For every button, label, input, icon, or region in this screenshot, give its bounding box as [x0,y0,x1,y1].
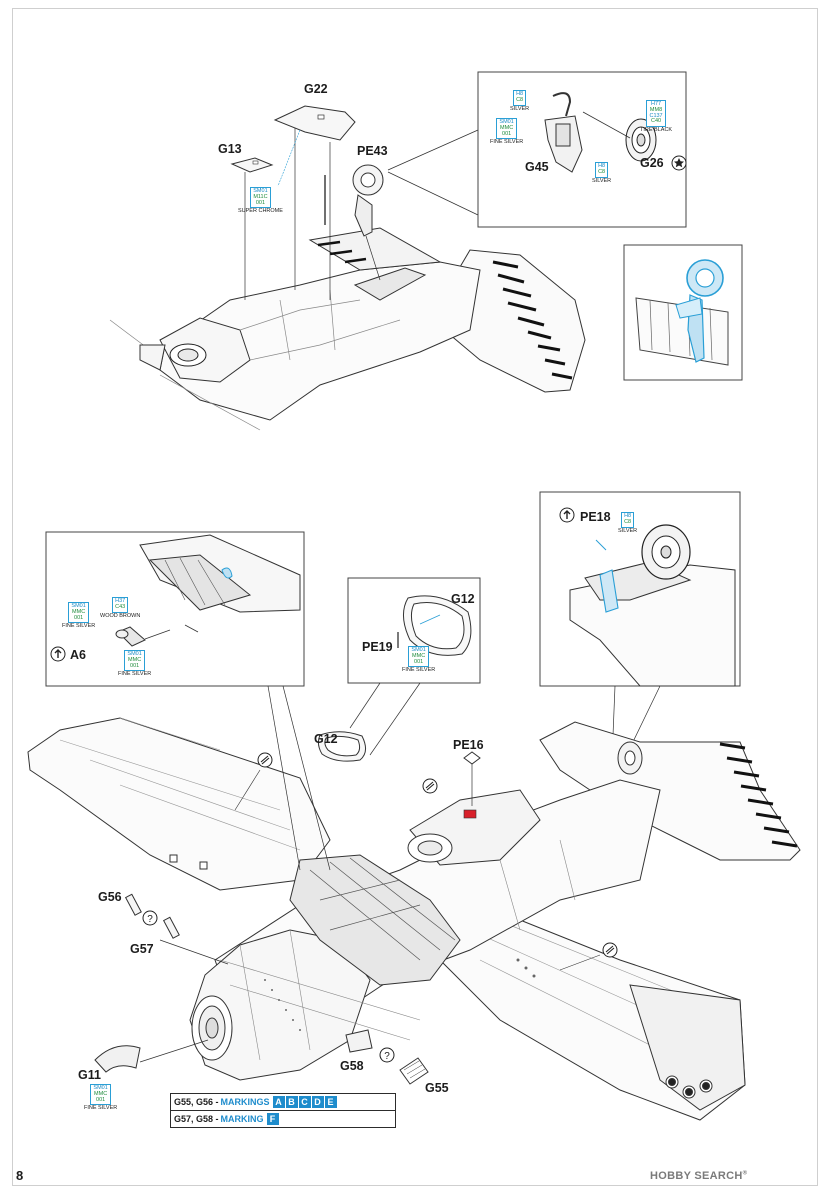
label-g56: G56 [98,890,122,904]
marking-c: C [298,1096,311,1108]
label-g12-inset: G12 [451,592,475,606]
part-g58 [345,1029,373,1053]
label-pe19: PE19 [362,640,393,654]
legend-row-2: G57, G58 - MARKING F [171,1110,395,1127]
label-pe43: PE43 [357,144,388,158]
legend-row-1-label: MARKINGS [220,1097,270,1107]
watermark: HOBBY SEARCH® [650,1170,747,1182]
marking-b: B [285,1096,298,1108]
label-pe18: PE18 [580,510,611,524]
part-pe16-plate [463,751,481,806]
label-g22: G22 [304,82,328,96]
label-g45: G45 [525,160,549,174]
marking-f: F [266,1113,279,1125]
pe16-highlight [463,809,477,819]
label-pe16: PE16 [453,738,484,752]
label-g55: G55 [425,1081,449,1095]
label-g58: G58 [340,1059,364,1073]
inset-a6-drawing [50,534,301,662]
svg-text:?: ? [147,914,153,925]
part-g22 [273,105,356,300]
marking-e: E [324,1096,337,1108]
legend-row-1-parts: G55, G56 - [174,1097,219,1107]
upper-fuselage-drawing [109,227,586,431]
legend-row-2-label: MARKING [220,1114,264,1124]
main-aircraft-drawing [27,717,801,1121]
legend-row-1: G55, G56 - MARKINGS A B C D E [171,1094,395,1110]
watermark-text: HOBBY SEARCH [650,1170,743,1182]
part-g55 [399,1057,429,1085]
label-a6: A6 [70,648,86,662]
part-g12-canopy [317,731,366,762]
inset-g45-parts [544,92,687,173]
part-g57 [162,916,180,939]
legend-row-2-parts: G57, G58 - [174,1114,219,1124]
inset-gear-bay-drawing [635,259,729,366]
label-g13: G13 [218,142,242,156]
part-g13 [230,157,274,300]
label-g57: G57 [130,942,154,956]
inset-g12-drawing [397,595,472,656]
label-g26: G26 [640,156,664,170]
marking-a: A [272,1096,285,1108]
svg-text:?: ? [384,1051,390,1062]
question-marker-2: ? [379,1047,395,1063]
label-g12: G12 [314,732,338,746]
part-g56 [124,893,142,916]
attention-markers [257,752,618,958]
marking-d: D [311,1096,324,1108]
watermark-mark: ® [742,1170,748,1177]
part-g11 [94,1045,141,1073]
question-marker: ? [142,910,158,926]
page-number: 8 [16,1168,24,1183]
markings-legend: G55, G56 - MARKINGS A B C D E G57, G58 -… [170,1093,396,1128]
label-g11: G11 [78,1068,101,1082]
inset-pe18-drawing [559,507,736,687]
part-pe43 [324,164,384,281]
page-frame [12,8,818,1186]
